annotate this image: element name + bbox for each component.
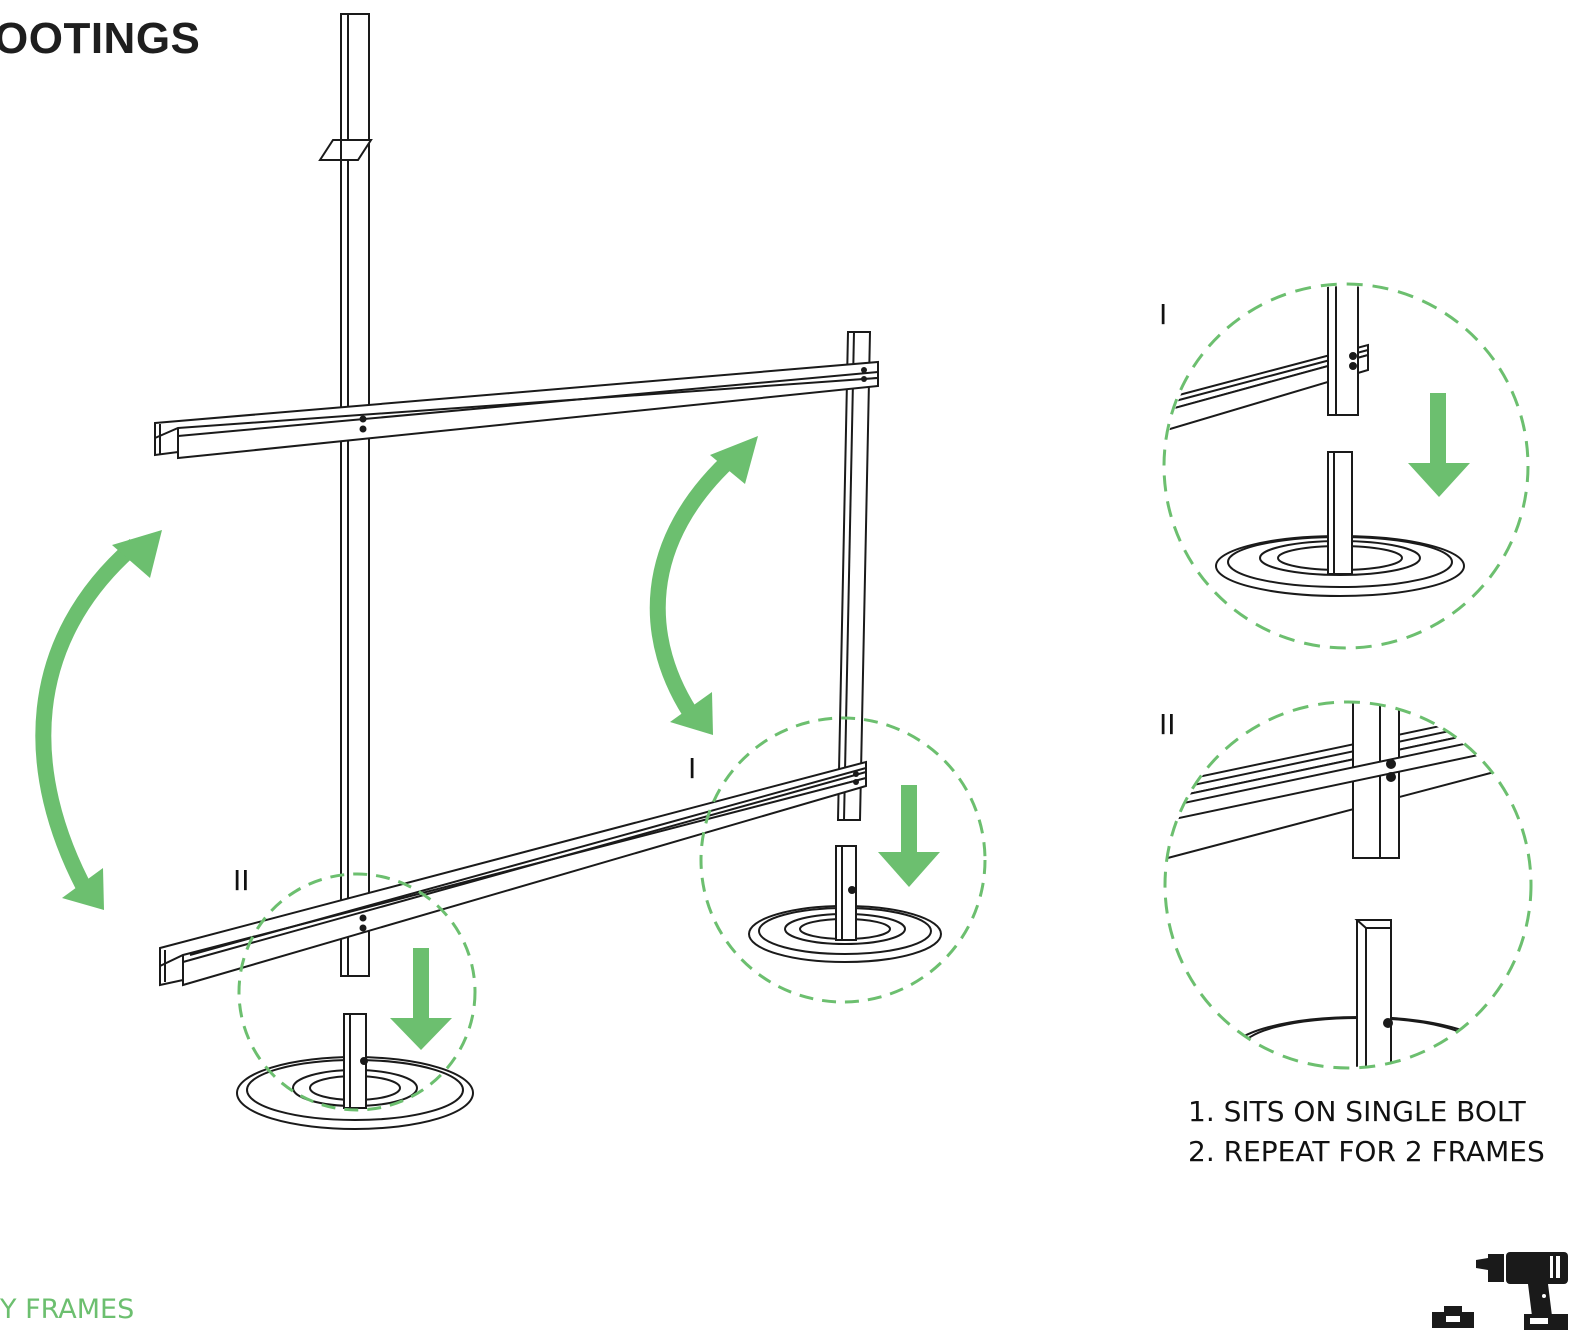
bottom-rail	[159, 760, 867, 987]
page-title: OOTINGS	[0, 14, 201, 63]
frame-bolts	[359, 367, 867, 932]
top-rail	[154, 360, 879, 460]
power-drill-icon	[1432, 1252, 1568, 1330]
footing-left	[236, 1013, 474, 1130]
inset-two	[1163, 700, 1533, 1070]
instruction-step: 1. SITS ON SINGLE BOLT	[1188, 1095, 1526, 1128]
inset-one	[1162, 282, 1530, 650]
swing-arrow-right	[649, 449, 741, 725]
instruction-list: 1. SITS ON SINGLE BOLT 2. REPEAT FOR 2 F…	[1188, 1092, 1545, 1172]
right-post	[836, 331, 872, 821]
down-arrow-right	[878, 785, 940, 887]
detail-circle-left	[237, 872, 477, 1112]
main-frame	[154, 13, 942, 1130]
swing-arrow-left-head-top	[112, 530, 162, 578]
inset-label-one: I	[1159, 298, 1168, 331]
inset-one-down-arrow	[1408, 393, 1470, 497]
down-arrow-left	[390, 948, 452, 1050]
left-post	[318, 13, 373, 977]
detail-label-one: I	[688, 752, 697, 785]
swing-arrow-right-head-top	[710, 436, 758, 484]
inset-label-two: II	[1159, 708, 1176, 741]
swing-arrow-left	[35, 538, 141, 899]
detail-label-two: II	[233, 864, 250, 897]
swing-arrow-right-head-bottom	[670, 692, 713, 735]
footing-right	[748, 845, 942, 963]
instruction-step: 2. REPEAT FOR 2 FRAMES	[1188, 1135, 1545, 1168]
footer-section-label: Y FRAMES	[0, 1294, 135, 1325]
swing-arrow-left-head-bottom	[62, 868, 104, 910]
detail-circle-right	[699, 716, 987, 1004]
